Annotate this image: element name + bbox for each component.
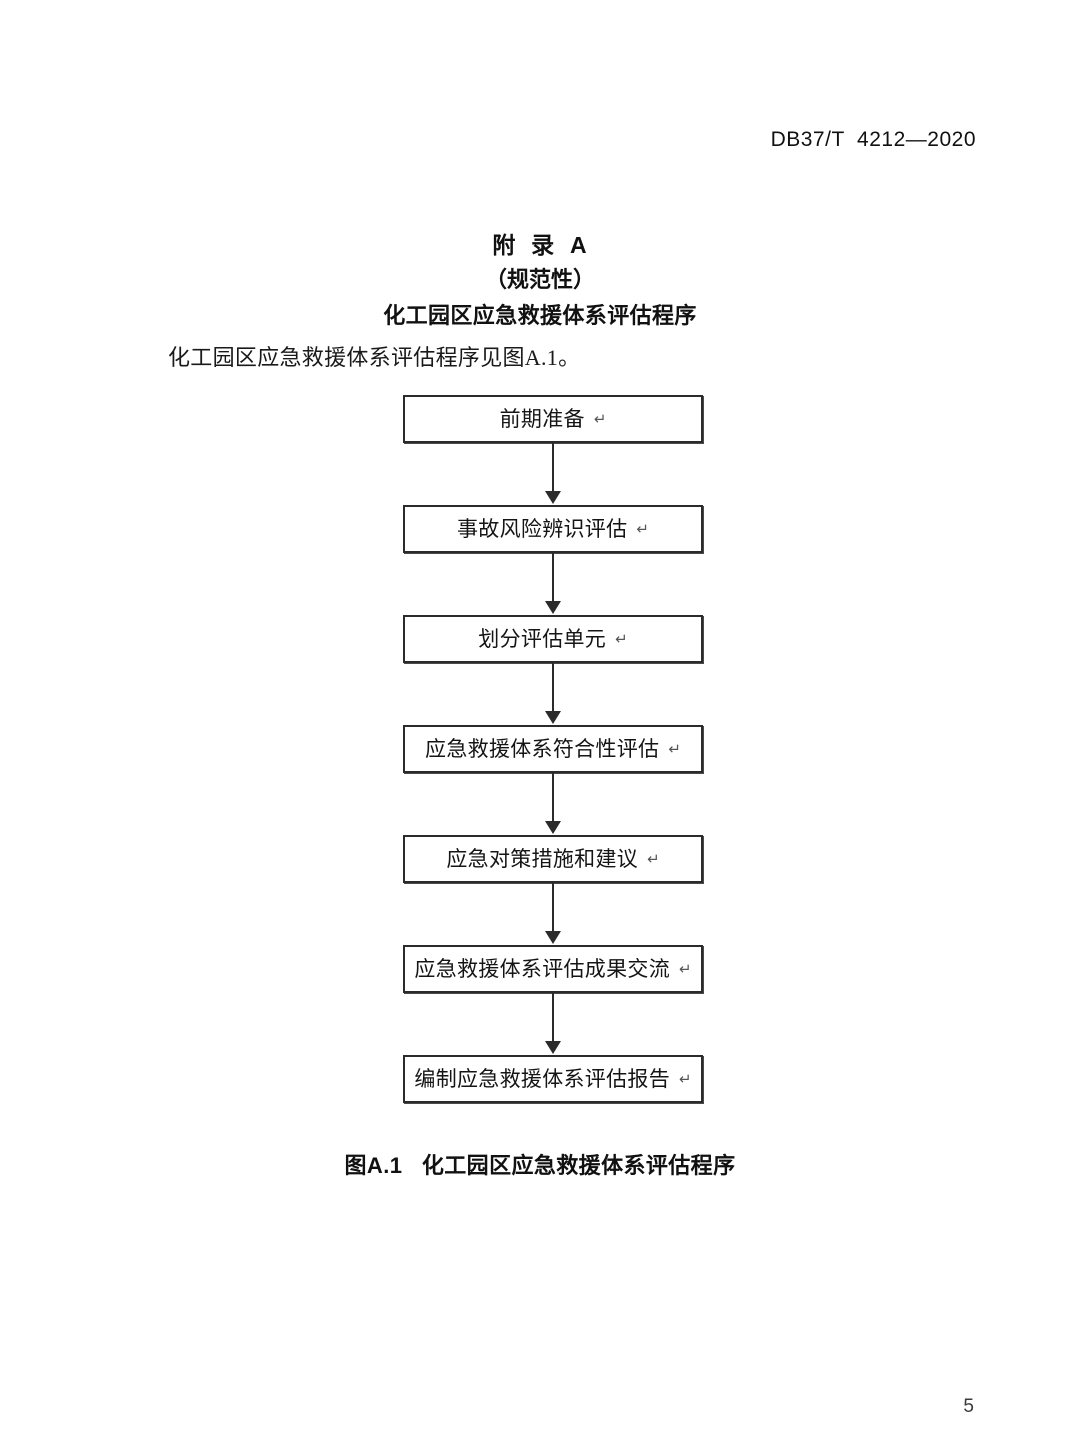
flow-node-label: 编制应急救援体系评估报告 [414, 1068, 671, 1091]
paragraph-return-icon: ↵ [679, 1070, 692, 1088]
flow-node-label: 应急救援体系符合性评估 [425, 738, 660, 761]
body-paragraph: 化工园区应急救援体系评估程序见图A.1。 [168, 345, 581, 370]
flow-node-compile-evaluation-report: 编制应急救援体系评估报告 ↵ [403, 1055, 703, 1103]
connector-stem [552, 443, 554, 495]
flow-node-preliminary-preparation: 前期准备 ↵ [403, 395, 703, 443]
annex-label: 附 录 A [492, 232, 588, 258]
flow-node-divide-evaluation-units: 划分评估单元 ↵ [403, 615, 703, 663]
arrow-head-icon [545, 711, 561, 724]
arrow-head-icon [545, 601, 561, 614]
paragraph-return-icon: ↵ [647, 850, 660, 868]
connector-stem [552, 993, 554, 1045]
flow-node-label: 应急对策措施和建议 [446, 848, 639, 871]
flow-node-results-exchange: 应急救援体系评估成果交流 ↵ [403, 945, 703, 993]
flow-connector-arrow-3 [403, 663, 703, 725]
connector-stem [552, 883, 554, 935]
annex-title-block: 附 录 A （规范性） 化工园区应急救援体系评估程序 [0, 228, 1080, 334]
figure-caption: 图A.1 化工园区应急救援体系评估程序 [344, 1153, 736, 1178]
flow-node-label: 划分评估单元 [478, 628, 607, 651]
paragraph-return-icon: ↵ [636, 520, 649, 538]
annex-name: 化工园区应急救援体系评估程序 [383, 303, 697, 328]
arrow-head-icon [545, 1041, 561, 1054]
flow-node-label: 前期准备 [499, 408, 585, 431]
flow-connector-arrow-1 [403, 443, 703, 505]
flow-node-accident-risk-identification: 事故风险辨识评估 ↵ [403, 505, 703, 553]
paragraph-return-icon: ↵ [593, 410, 607, 428]
arrow-head-icon [545, 931, 561, 944]
connector-stem [552, 553, 554, 605]
flow-node-label: 应急救援体系评估成果交流 [414, 958, 671, 981]
flow-connector-arrow-2 [403, 553, 703, 615]
flow-node-countermeasures-and-suggestions: 应急对策措施和建议 ↵ [403, 835, 703, 883]
connector-stem [552, 663, 554, 715]
arrow-head-icon [545, 821, 561, 834]
flow-node-compliance-evaluation: 应急救援体系符合性评估 ↵ [403, 725, 703, 773]
flowchart-evaluation-procedure: 前期准备 ↵ 事故风险辨识评估 ↵ 划分评估单元 ↵ 应急救援体系符合性评估 ↵… [403, 395, 703, 1103]
flow-connector-arrow-6 [403, 993, 703, 1055]
page-number: 5 [963, 1396, 974, 1417]
connector-stem [552, 773, 554, 825]
flow-connector-arrow-5 [403, 883, 703, 945]
paragraph-return-icon: ↵ [615, 630, 628, 648]
arrow-head-icon [545, 491, 561, 504]
paragraph-return-icon: ↵ [668, 740, 681, 758]
paragraph-return-icon: ↵ [679, 960, 692, 978]
flow-node-label: 事故风险辨识评估 [457, 518, 628, 541]
running-header-standard-number: DB37/T 4212—2020 [770, 128, 976, 151]
flow-connector-arrow-4 [403, 773, 703, 835]
annex-normative-marker: （规范性） [484, 267, 595, 292]
